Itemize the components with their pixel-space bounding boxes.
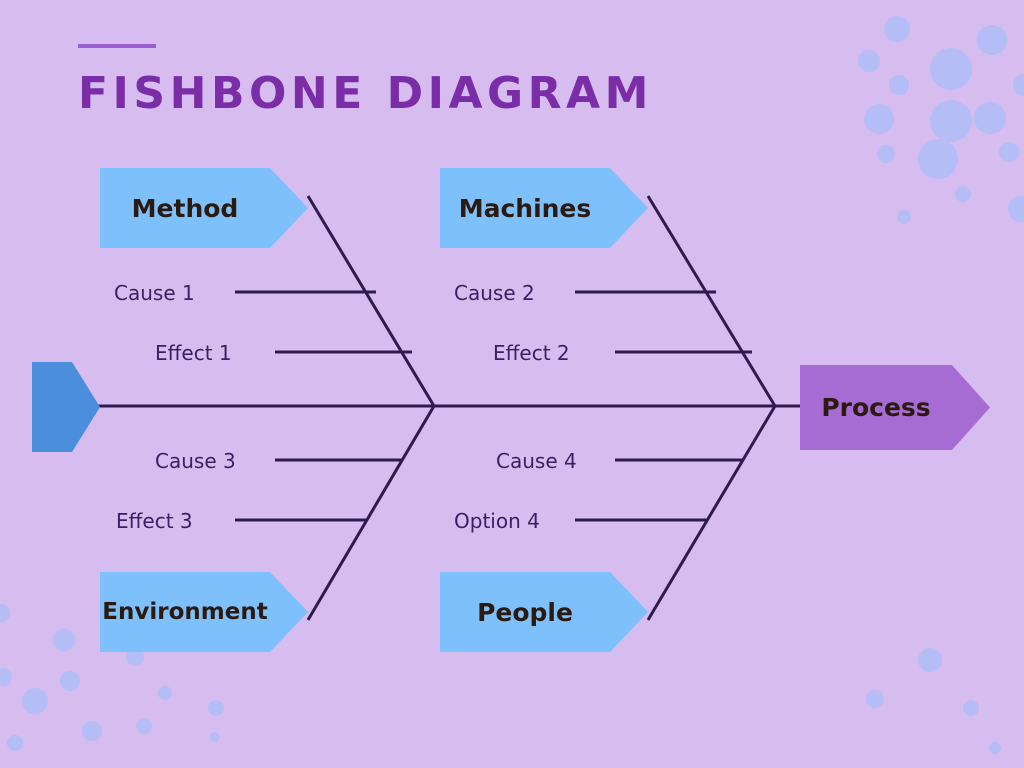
page-title: FISHBONE DIAGRAM (78, 68, 653, 119)
category-box-people[interactable]: People (440, 572, 648, 652)
category-box-method[interactable]: Method (100, 168, 308, 248)
rib-diagonal-environment (306, 405, 436, 621)
bone-label-cause-4[interactable]: Cause 4 (496, 449, 577, 473)
category-label-people: People (477, 597, 573, 627)
bone-label-effect-3[interactable]: Effect 3 (116, 509, 193, 533)
category-label-machines: Machines (458, 193, 592, 223)
bone-label-cause-3[interactable]: Cause 3 (155, 449, 236, 473)
title-accent-rule (78, 44, 156, 48)
rib-diagonal-method (306, 195, 436, 407)
rib-diagonal-machines (646, 195, 777, 407)
title-block: FISHBONE DIAGRAM (78, 44, 653, 116)
category-box-environment[interactable]: Environment (100, 572, 308, 652)
bone-label-option-4[interactable]: Option 4 (454, 509, 540, 533)
bone-label-effect-2[interactable]: Effect 2 (493, 341, 570, 365)
category-label-environment: Environment (102, 599, 268, 625)
process-head-box[interactable]: Process (800, 365, 990, 450)
bone-label-effect-1[interactable]: Effect 1 (155, 341, 232, 365)
rib-diagonal-people (646, 405, 777, 621)
category-box-machines[interactable]: Machines (440, 168, 648, 248)
category-label-method: Method (131, 193, 239, 223)
bone-label-cause-1[interactable]: Cause 1 (114, 281, 195, 305)
process-head-label: Process (821, 393, 931, 422)
bone-label-cause-2[interactable]: Cause 2 (454, 281, 535, 305)
